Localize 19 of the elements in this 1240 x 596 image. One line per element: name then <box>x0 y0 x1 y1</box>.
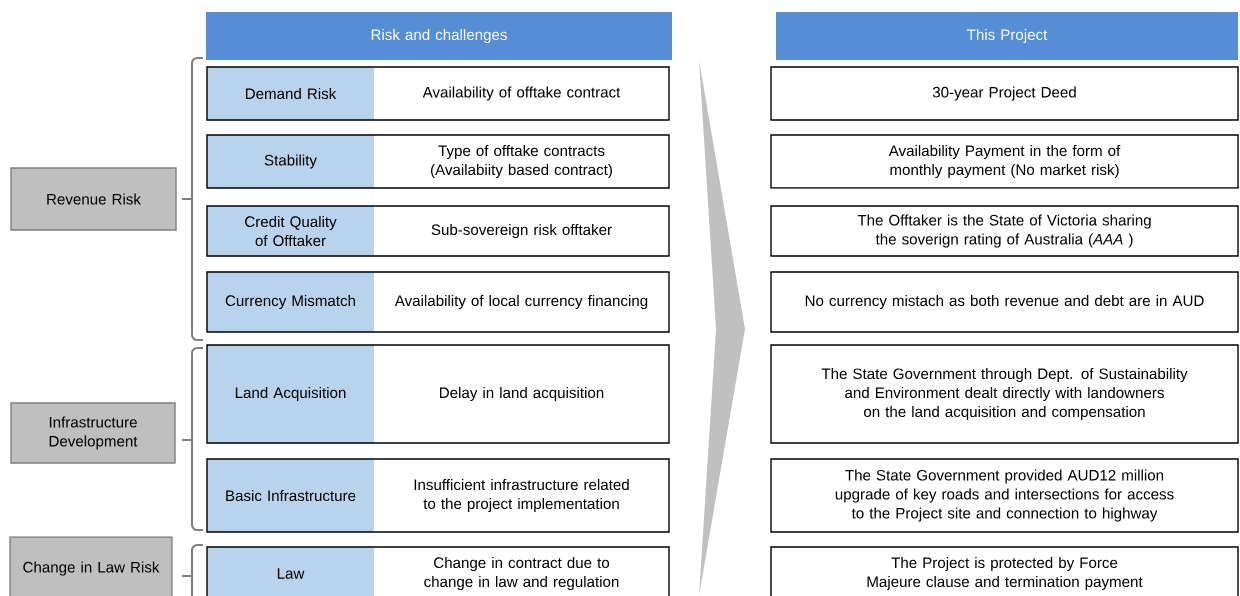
solution-box: The Project is protected by Force Majeure clause and termination payment <box>770 546 1239 596</box>
risk-row: Stability Type of offtake contracts (Availabiity based contract) <box>206 134 670 189</box>
risk-row: Credit Quality of Offtaker Sub-sovereign risk offtaker <box>206 205 670 257</box>
solution-box: 30-year Project Deed <box>770 66 1239 121</box>
category-box: Revenue Risk <box>10 167 177 231</box>
category-box: Change in Law Risk <box>9 536 173 596</box>
risk-row: Basic Infrastructure Insufficient infrastructure related to the project implementation <box>206 458 670 533</box>
solution-box: Availability Payment in the form of monthly payment (No market risk) <box>770 134 1239 189</box>
solution-box: The Offtaker is the State of Victoria sharing the soverign rating of Australia (AAA ) <box>770 205 1239 257</box>
category-box: Infrastructure Development <box>10 402 176 464</box>
risk-row: Currency Mismatch Availability of local currency financing <box>206 271 670 333</box>
risk-row: Demand Risk Availability of offtake contract <box>206 66 670 121</box>
solution-box: No currency mistach as both revenue and debt are in AUD <box>770 271 1239 333</box>
header-bar: Risk and challenges <box>206 12 672 60</box>
solution-box: The State Government provided AUD12 million upgrade of key roads and intersections for access to the Project site and connection to highway <box>770 458 1239 533</box>
solution-box: The State Government through Dept. of Sustainability and Environment dealt directly with landowners on the land acquisition and compensation <box>770 344 1239 444</box>
risk-row: Law Change in contract due to change in law and regulation <box>206 546 670 596</box>
header-bar: This Project <box>776 12 1238 60</box>
risk-row: Land Acquisition Delay in land acquisition <box>206 344 670 444</box>
